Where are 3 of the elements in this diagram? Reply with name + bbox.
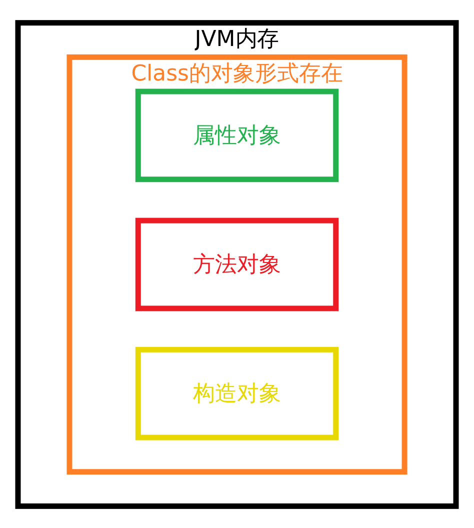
- node-box: 属性对象: [135, 88, 339, 182]
- node-box: 方法对象: [135, 217, 339, 311]
- node-box: 构造对象: [135, 346, 339, 440]
